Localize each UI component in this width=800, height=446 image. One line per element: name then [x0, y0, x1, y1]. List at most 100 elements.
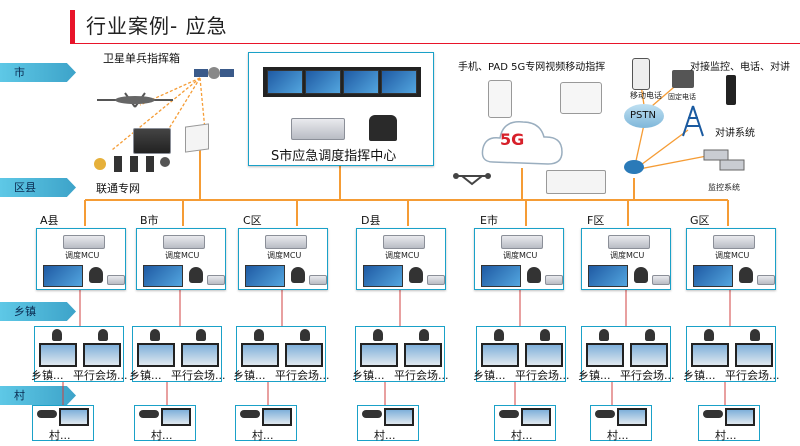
terminal-screen: [617, 408, 647, 426]
terminal-screen: [586, 343, 624, 367]
terminal-screen: [630, 343, 668, 367]
antenna-panel-icon: [185, 123, 209, 153]
codec-device: [757, 275, 775, 285]
fixed-phone-label: 固定电话: [668, 93, 696, 101]
terminal-devices-icon: [94, 156, 170, 172]
page-title: 行业案例- 应急: [86, 14, 228, 38]
codec-device: [652, 275, 670, 285]
county-node: 调度MCU: [581, 228, 671, 290]
pstn-label: PSTN: [630, 110, 656, 121]
mcu-label: 调度MCU: [610, 251, 645, 260]
terminal-screen: [262, 408, 292, 426]
fixed-phone-icon: [672, 70, 694, 88]
ptz-camera-icon: [369, 115, 397, 141]
terminal-screen: [691, 343, 729, 367]
township-label: 乡镇...: [578, 369, 611, 382]
mcu-device: [608, 235, 650, 249]
codec-device: [207, 275, 225, 285]
title-divider: [70, 43, 800, 44]
township-label: 乡镇...: [683, 369, 716, 382]
village-label: 村...: [49, 429, 71, 442]
village-label: 村...: [151, 429, 173, 442]
parallel-label: 平行会场...: [394, 369, 449, 382]
camera-icon: [98, 329, 108, 341]
terminal-screen: [59, 408, 89, 426]
parallel-label: 平行会场...: [725, 369, 780, 382]
terminal-screen: [285, 343, 323, 367]
village-label: 村...: [374, 429, 396, 442]
tablet-icon: [560, 82, 602, 114]
tier-district: 区县: [0, 178, 76, 197]
township-node: 乡镇... 平行会场...: [683, 326, 780, 382]
camera-icon: [540, 329, 550, 341]
village-label: 村...: [511, 429, 533, 442]
satellite-icon: [194, 67, 234, 79]
mcu-label: 调度MCU: [165, 251, 200, 260]
mcu-label: 调度MCU: [503, 251, 538, 260]
township-node: 乡镇...平行会场...: [233, 326, 330, 382]
monitor-screen: [43, 265, 83, 287]
webcam-icon: [240, 410, 260, 418]
codec-device: [545, 275, 563, 285]
5g-cloud-icon: [481, 121, 563, 165]
terminal-screen: [384, 408, 414, 426]
webcam-icon: [362, 410, 382, 418]
mcu-device: [265, 235, 307, 249]
webcam-icon: [499, 410, 519, 418]
county-label: G区: [690, 214, 710, 227]
parallel-label: 平行会场...: [171, 369, 226, 382]
terminal-screen: [735, 343, 773, 367]
camera-icon: [419, 329, 429, 341]
monitor-screen: [363, 265, 403, 287]
terminal-screen: [360, 343, 398, 367]
video-wall: [263, 67, 421, 97]
township-node: 乡镇... 平行会场...: [578, 326, 675, 382]
camera-icon: [52, 329, 62, 341]
monitor-screen: [143, 265, 183, 287]
mobile-label: 手机、PAD 5G专网视频移动指挥: [458, 62, 606, 73]
mcu-device: [291, 118, 345, 140]
camera-icon: [373, 329, 383, 341]
tablet-landscape-icon: [546, 170, 606, 194]
county-label: E市: [480, 214, 498, 227]
parallel-label: 平行会场...: [73, 369, 128, 382]
terminal-screen: [404, 343, 442, 367]
cctv-cameras-icon: [703, 149, 745, 171]
county-node: 调度MCU: [238, 228, 328, 290]
camera-icon: [89, 267, 103, 283]
township-node: 乡镇...平行会场...: [31, 326, 128, 382]
township-node: 乡镇...平行会场...: [352, 326, 449, 382]
center-label: S市应急调度指挥中心: [271, 149, 397, 164]
parallel-label: 平行会场...: [515, 369, 570, 382]
village-label: 村...: [252, 429, 274, 442]
camera-icon: [494, 329, 504, 341]
camera-icon: [527, 267, 541, 283]
parallel-label: 平行会场...: [620, 369, 675, 382]
terminal-screen: [181, 343, 219, 367]
village-node: 村...: [357, 405, 419, 442]
terminal-screen: [521, 408, 551, 426]
county-node: 调度MCU: [136, 228, 226, 290]
township-label: 乡镇...: [473, 369, 506, 382]
mcu-label: 调度MCU: [267, 251, 302, 260]
village-label: 村...: [715, 429, 737, 442]
camera-icon: [599, 329, 609, 341]
codec-device: [107, 275, 125, 285]
mcu-device: [163, 235, 205, 249]
village-node: 村...: [235, 405, 297, 442]
township-label: 乡镇...: [233, 369, 266, 382]
title-accent: [70, 10, 75, 44]
terminal-screen: [137, 343, 175, 367]
radio-tower-icon: [682, 105, 704, 137]
monitor-screen: [245, 265, 285, 287]
mcu-label: 调度MCU: [65, 251, 100, 260]
camera-icon: [409, 267, 423, 283]
command-case-icon: [133, 128, 171, 154]
mobile-phone-icon: [632, 58, 650, 90]
village-label: 村...: [607, 429, 629, 442]
phone-icon: [488, 80, 512, 118]
county-label: F区: [587, 214, 605, 227]
mcu-device: [63, 235, 105, 249]
camera-icon: [750, 329, 760, 341]
township-label: 乡镇...: [129, 369, 162, 382]
